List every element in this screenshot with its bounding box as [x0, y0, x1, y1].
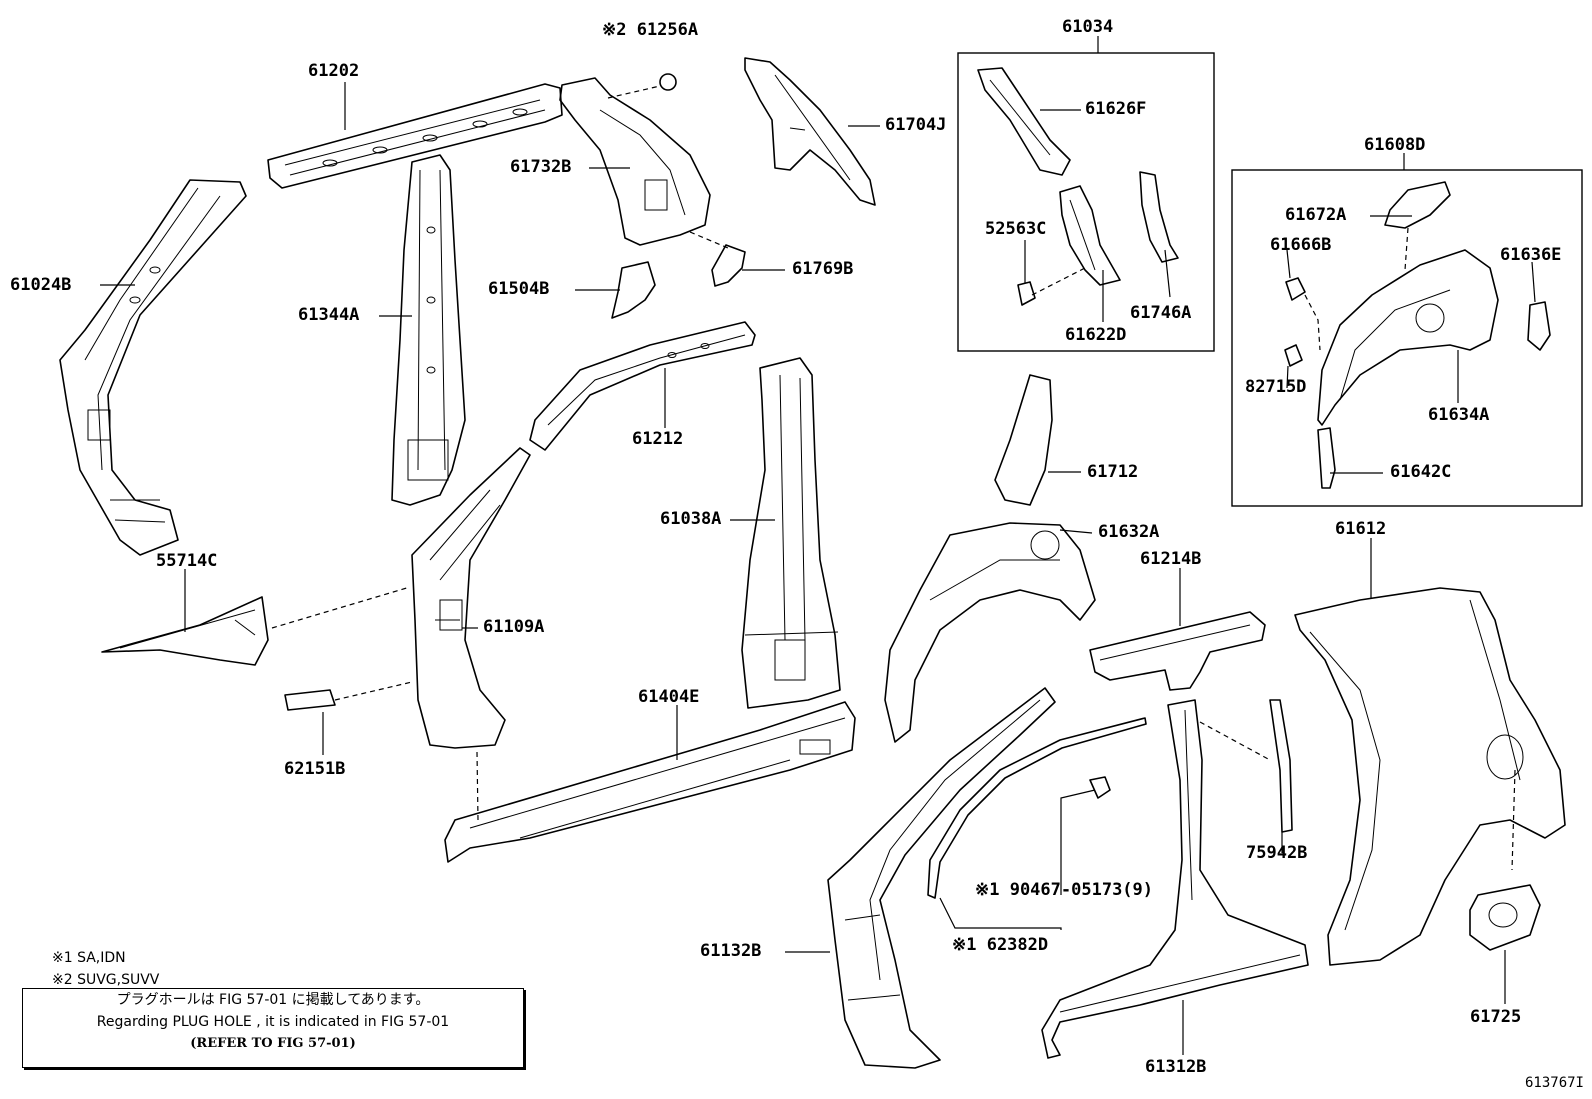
part-61732B-shape: [559, 77, 711, 246]
part-61622D-shape: [1059, 185, 1121, 286]
part-label-61312B[interactable]: 61312B: [1145, 1057, 1206, 1077]
part-label-61109A[interactable]: 61109A: [483, 617, 544, 637]
part-label-61344A[interactable]: 61344A: [298, 305, 359, 325]
connector-61672A: [1404, 227, 1409, 271]
part-61212-shape: [529, 321, 756, 451]
connector-52563C: [1031, 267, 1086, 296]
connector-62151B: [334, 681, 413, 701]
notice-japanese: プラグホールは FIG 57-01 に掲載してあります。: [116, 992, 430, 1008]
part-61712-shape: [994, 374, 1053, 506]
part-label-61704J[interactable]: 61704J: [885, 115, 946, 135]
part-label-61202[interactable]: 61202: [308, 61, 359, 81]
connector-61769B: [689, 231, 729, 249]
part-label-90467-05173[interactable]: ※1 90467-05173(9): [975, 880, 1153, 900]
part-label-52563C[interactable]: 52563C: [985, 219, 1046, 239]
part-label-61634A[interactable]: 61634A: [1428, 405, 1489, 425]
part-82715D-shape: [1284, 344, 1303, 367]
connector-55714C: [271, 586, 411, 629]
group-box-61034: [957, 52, 1215, 352]
part-label-61504B[interactable]: 61504B: [488, 279, 549, 299]
part-label-75942B[interactable]: 75942B: [1246, 843, 1307, 863]
part-61725-shape: [1469, 884, 1541, 951]
notice-english: Regarding PLUG HOLE , it is indicated in…: [96, 1014, 450, 1030]
part-label-61712[interactable]: 61712: [1087, 462, 1138, 482]
part-label-61132B[interactable]: 61132B: [700, 941, 761, 961]
plug-hole-notice: プラグホールは FIG 57-01 に掲載してあります。 Regarding P…: [22, 988, 524, 1068]
part-61312B-shape: [1041, 699, 1309, 1059]
part-61626F-shape: [977, 67, 1071, 176]
leader-lines: [100, 36, 1536, 1055]
part-61202-shape: [267, 83, 563, 189]
part-61666B-shape: [1285, 277, 1306, 301]
part-62382D-shape: [927, 717, 1147, 899]
part-61642C-shape: [1317, 427, 1336, 489]
part-label-61672A[interactable]: 61672A: [1285, 205, 1346, 225]
note-suvg-suvv: ※2 SUVG,SUVV: [52, 972, 160, 988]
part-61769B-shape: [711, 244, 746, 287]
notice-reference: (REFER TO FIG 57-01): [190, 1036, 356, 1051]
connector-61109A: [476, 751, 479, 821]
part-55714C-shape: [101, 596, 269, 666]
connector-61256A: [607, 85, 661, 99]
connector-61666B: [1304, 294, 1321, 351]
part-label-61746A[interactable]: 61746A: [1130, 303, 1191, 323]
part-62151B-shape: [284, 689, 336, 711]
part-61634A-shape: [1317, 249, 1499, 426]
group-box-61608D: [1231, 169, 1583, 507]
part-61404E-shape: [444, 701, 856, 863]
connector-61725: [1511, 769, 1516, 871]
part-label-61642C[interactable]: 61642C: [1390, 462, 1451, 482]
part-label-61214B[interactable]: 61214B: [1140, 549, 1201, 569]
connector-75942B: [1199, 721, 1271, 761]
part-61214B-shape: [1089, 611, 1266, 691]
note-sa-idn: ※1 SA,IDN: [52, 950, 126, 966]
part-label-62382D[interactable]: ※1 62382D: [952, 935, 1048, 955]
part-61612-shape: [1294, 587, 1566, 966]
part-label-61666B[interactable]: 61666B: [1270, 235, 1331, 255]
part-label-61024B[interactable]: 61024B: [10, 275, 71, 295]
part-label-82715D[interactable]: 82715D: [1245, 377, 1306, 397]
part-61256A-shape: [659, 73, 677, 91]
part-label-61725[interactable]: 61725: [1470, 1007, 1521, 1027]
part-label-61612[interactable]: 61612: [1335, 519, 1386, 539]
part-label-61636E[interactable]: 61636E: [1500, 245, 1561, 265]
part-61344A-shape: [391, 154, 466, 506]
part-61746A-shape: [1139, 171, 1179, 263]
part-61704J-shape: [744, 57, 876, 206]
part-label-61038A[interactable]: 61038A: [660, 509, 721, 529]
part-label-61034[interactable]: 61034: [1062, 17, 1113, 37]
part-61038A-shape: [741, 357, 841, 709]
part-label-62151B[interactable]: 62151B: [284, 759, 345, 779]
part-label-61608D[interactable]: 61608D: [1364, 135, 1425, 155]
part-label-61256A[interactable]: ※2 61256A: [602, 20, 698, 40]
part-label-61626F[interactable]: 61626F: [1085, 99, 1146, 119]
part-61132B-shape: [827, 687, 1056, 1069]
part-label-61769B[interactable]: 61769B: [792, 259, 853, 279]
part-61504B-shape: [611, 261, 656, 319]
part-label-61732B[interactable]: 61732B: [510, 157, 571, 177]
part-61632A-shape: [884, 522, 1096, 743]
part-61636E-shape: [1527, 301, 1551, 351]
part-label-61622D[interactable]: 61622D: [1065, 325, 1126, 345]
part-61109A-shape: [411, 447, 531, 749]
part-75942B-shape: [1269, 699, 1293, 833]
part-90467-05173-shape: [1089, 776, 1111, 799]
part-label-61404E[interactable]: 61404E: [638, 687, 699, 707]
part-label-61632A[interactable]: 61632A: [1098, 522, 1159, 542]
part-label-55714C[interactable]: 55714C: [156, 551, 217, 571]
part-label-61212[interactable]: 61212: [632, 429, 683, 449]
part-61672A-shape: [1384, 181, 1451, 229]
part-61024B-shape: [59, 179, 247, 556]
diagram-id: 613767I: [1524, 1075, 1584, 1091]
part-52563C-shape: [1017, 281, 1036, 306]
